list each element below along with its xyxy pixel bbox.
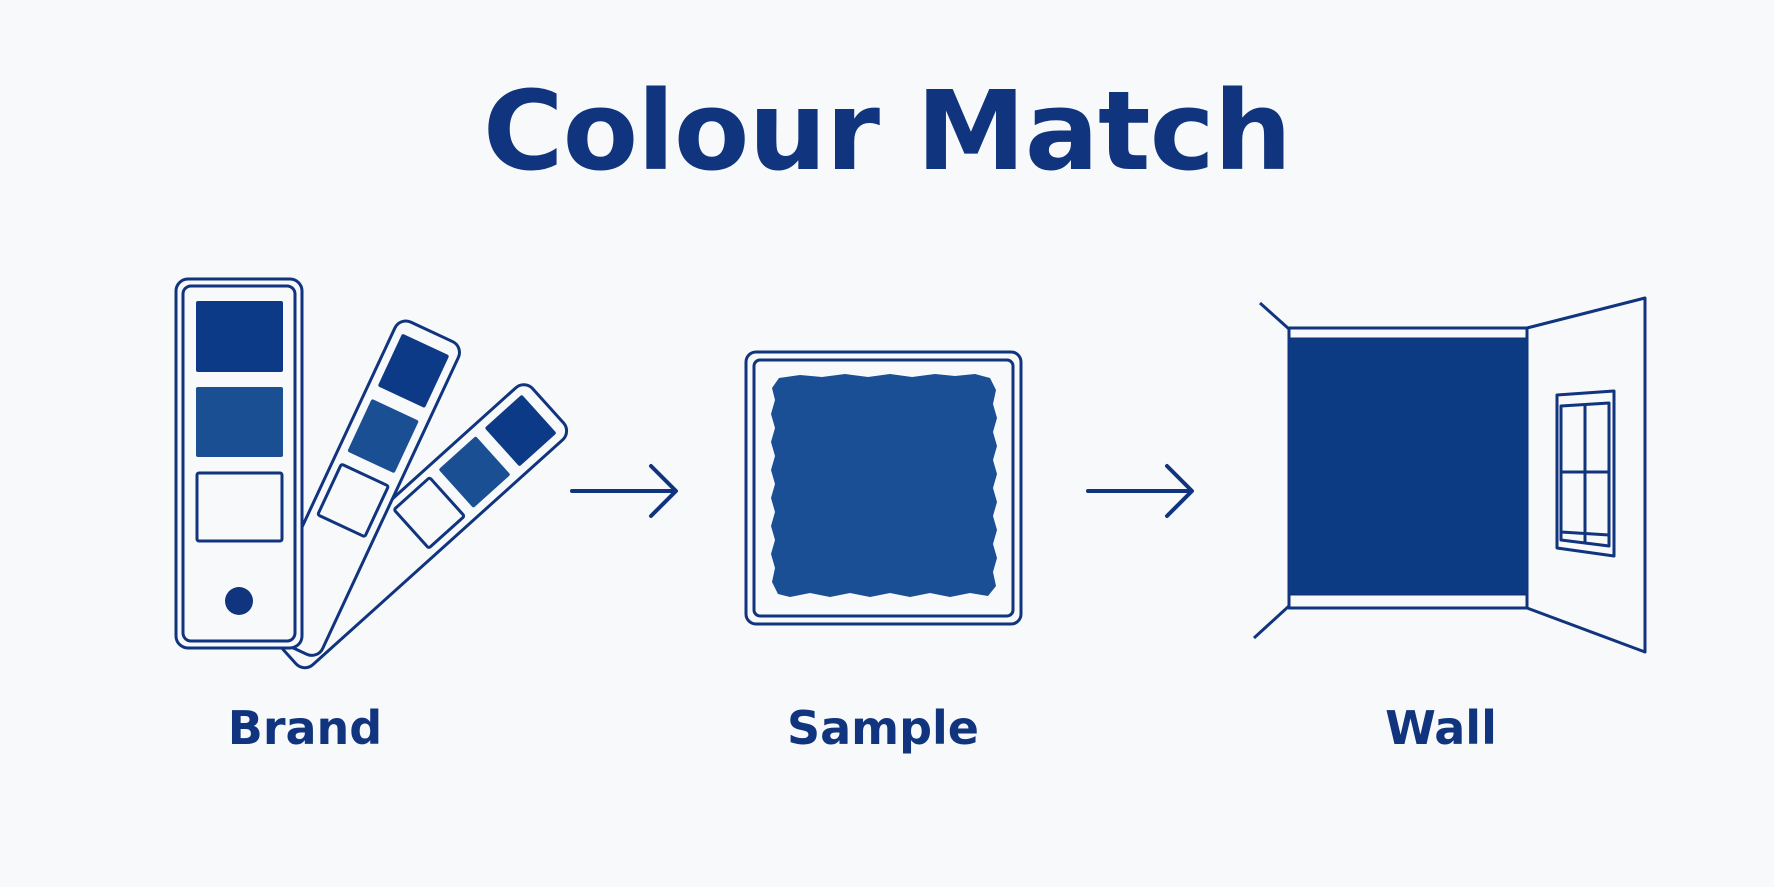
diagram-title: Colour Match bbox=[482, 67, 1292, 195]
step-label-sample: Sample bbox=[787, 701, 979, 755]
paint-swatch-fan-icon bbox=[174, 277, 569, 670]
painted-wall-room-icon bbox=[1252, 296, 1647, 654]
right-arrow-icon bbox=[1086, 464, 1194, 518]
swatch-card-middle bbox=[256, 319, 461, 657]
swatch-card-front bbox=[174, 277, 304, 650]
step-label-wall: Wall bbox=[1385, 701, 1497, 755]
painted-wall bbox=[1289, 339, 1527, 594]
paint-patch bbox=[771, 374, 997, 597]
step-label-brand: Brand bbox=[227, 701, 383, 755]
paint-sample-patch-icon bbox=[744, 350, 1023, 626]
window-icon bbox=[1555, 389, 1616, 558]
right-arrow-icon bbox=[570, 464, 678, 518]
